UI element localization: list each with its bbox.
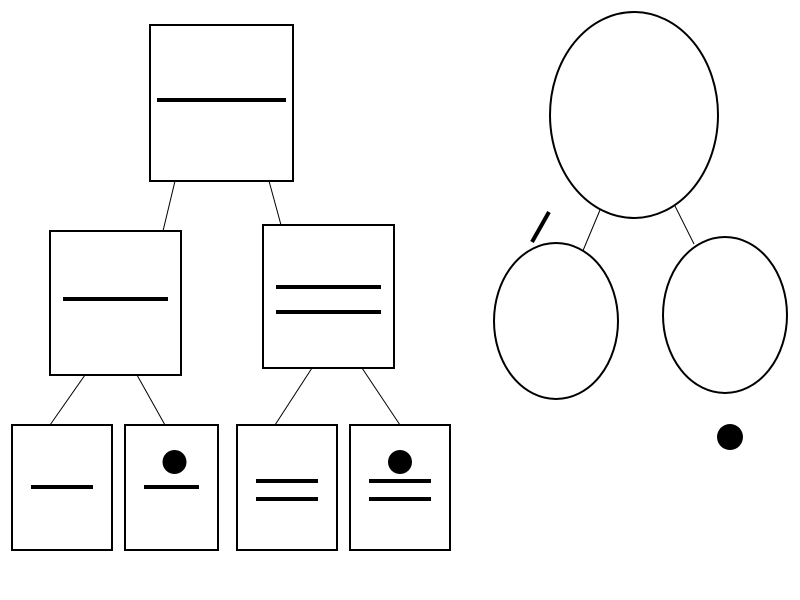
edge-right-child-leaf-3	[274, 367, 313, 426]
box-node-root	[149, 24, 294, 182]
edge-left-child-leaf-1	[49, 374, 86, 426]
edge-root-left-child	[581, 209, 601, 254]
box-leaf-4	[349, 424, 451, 551]
edge-root-right-child	[268, 180, 282, 226]
box-node-right-child	[262, 224, 395, 369]
circle-node-left-child	[493, 242, 619, 400]
dot-leaf-4	[388, 450, 412, 474]
box-root	[149, 24, 294, 182]
box-leaf-3	[236, 424, 338, 551]
edge-root-right-child	[673, 203, 695, 245]
edge-left-child-leaf-2	[136, 374, 166, 426]
box-node-leaf-1	[11, 424, 113, 551]
box-node-leaf-2	[124, 424, 219, 551]
edge-right-child-leaf-4	[361, 367, 401, 426]
circle-tree	[493, 11, 788, 450]
box-node-leaf-4	[349, 424, 451, 551]
box-right-child	[262, 224, 395, 369]
edge-root-left-child	[162, 180, 176, 232]
box-left-child	[49, 230, 182, 376]
dot-leaf-2	[162, 450, 187, 474]
box-tree	[11, 24, 451, 551]
slash-mark	[530, 211, 551, 243]
circle-node-root	[549, 11, 719, 219]
box-node-left-child	[49, 230, 182, 376]
circle-node-right-child	[662, 236, 788, 394]
dot-mark	[717, 424, 743, 450]
box-node-leaf-3	[236, 424, 338, 551]
